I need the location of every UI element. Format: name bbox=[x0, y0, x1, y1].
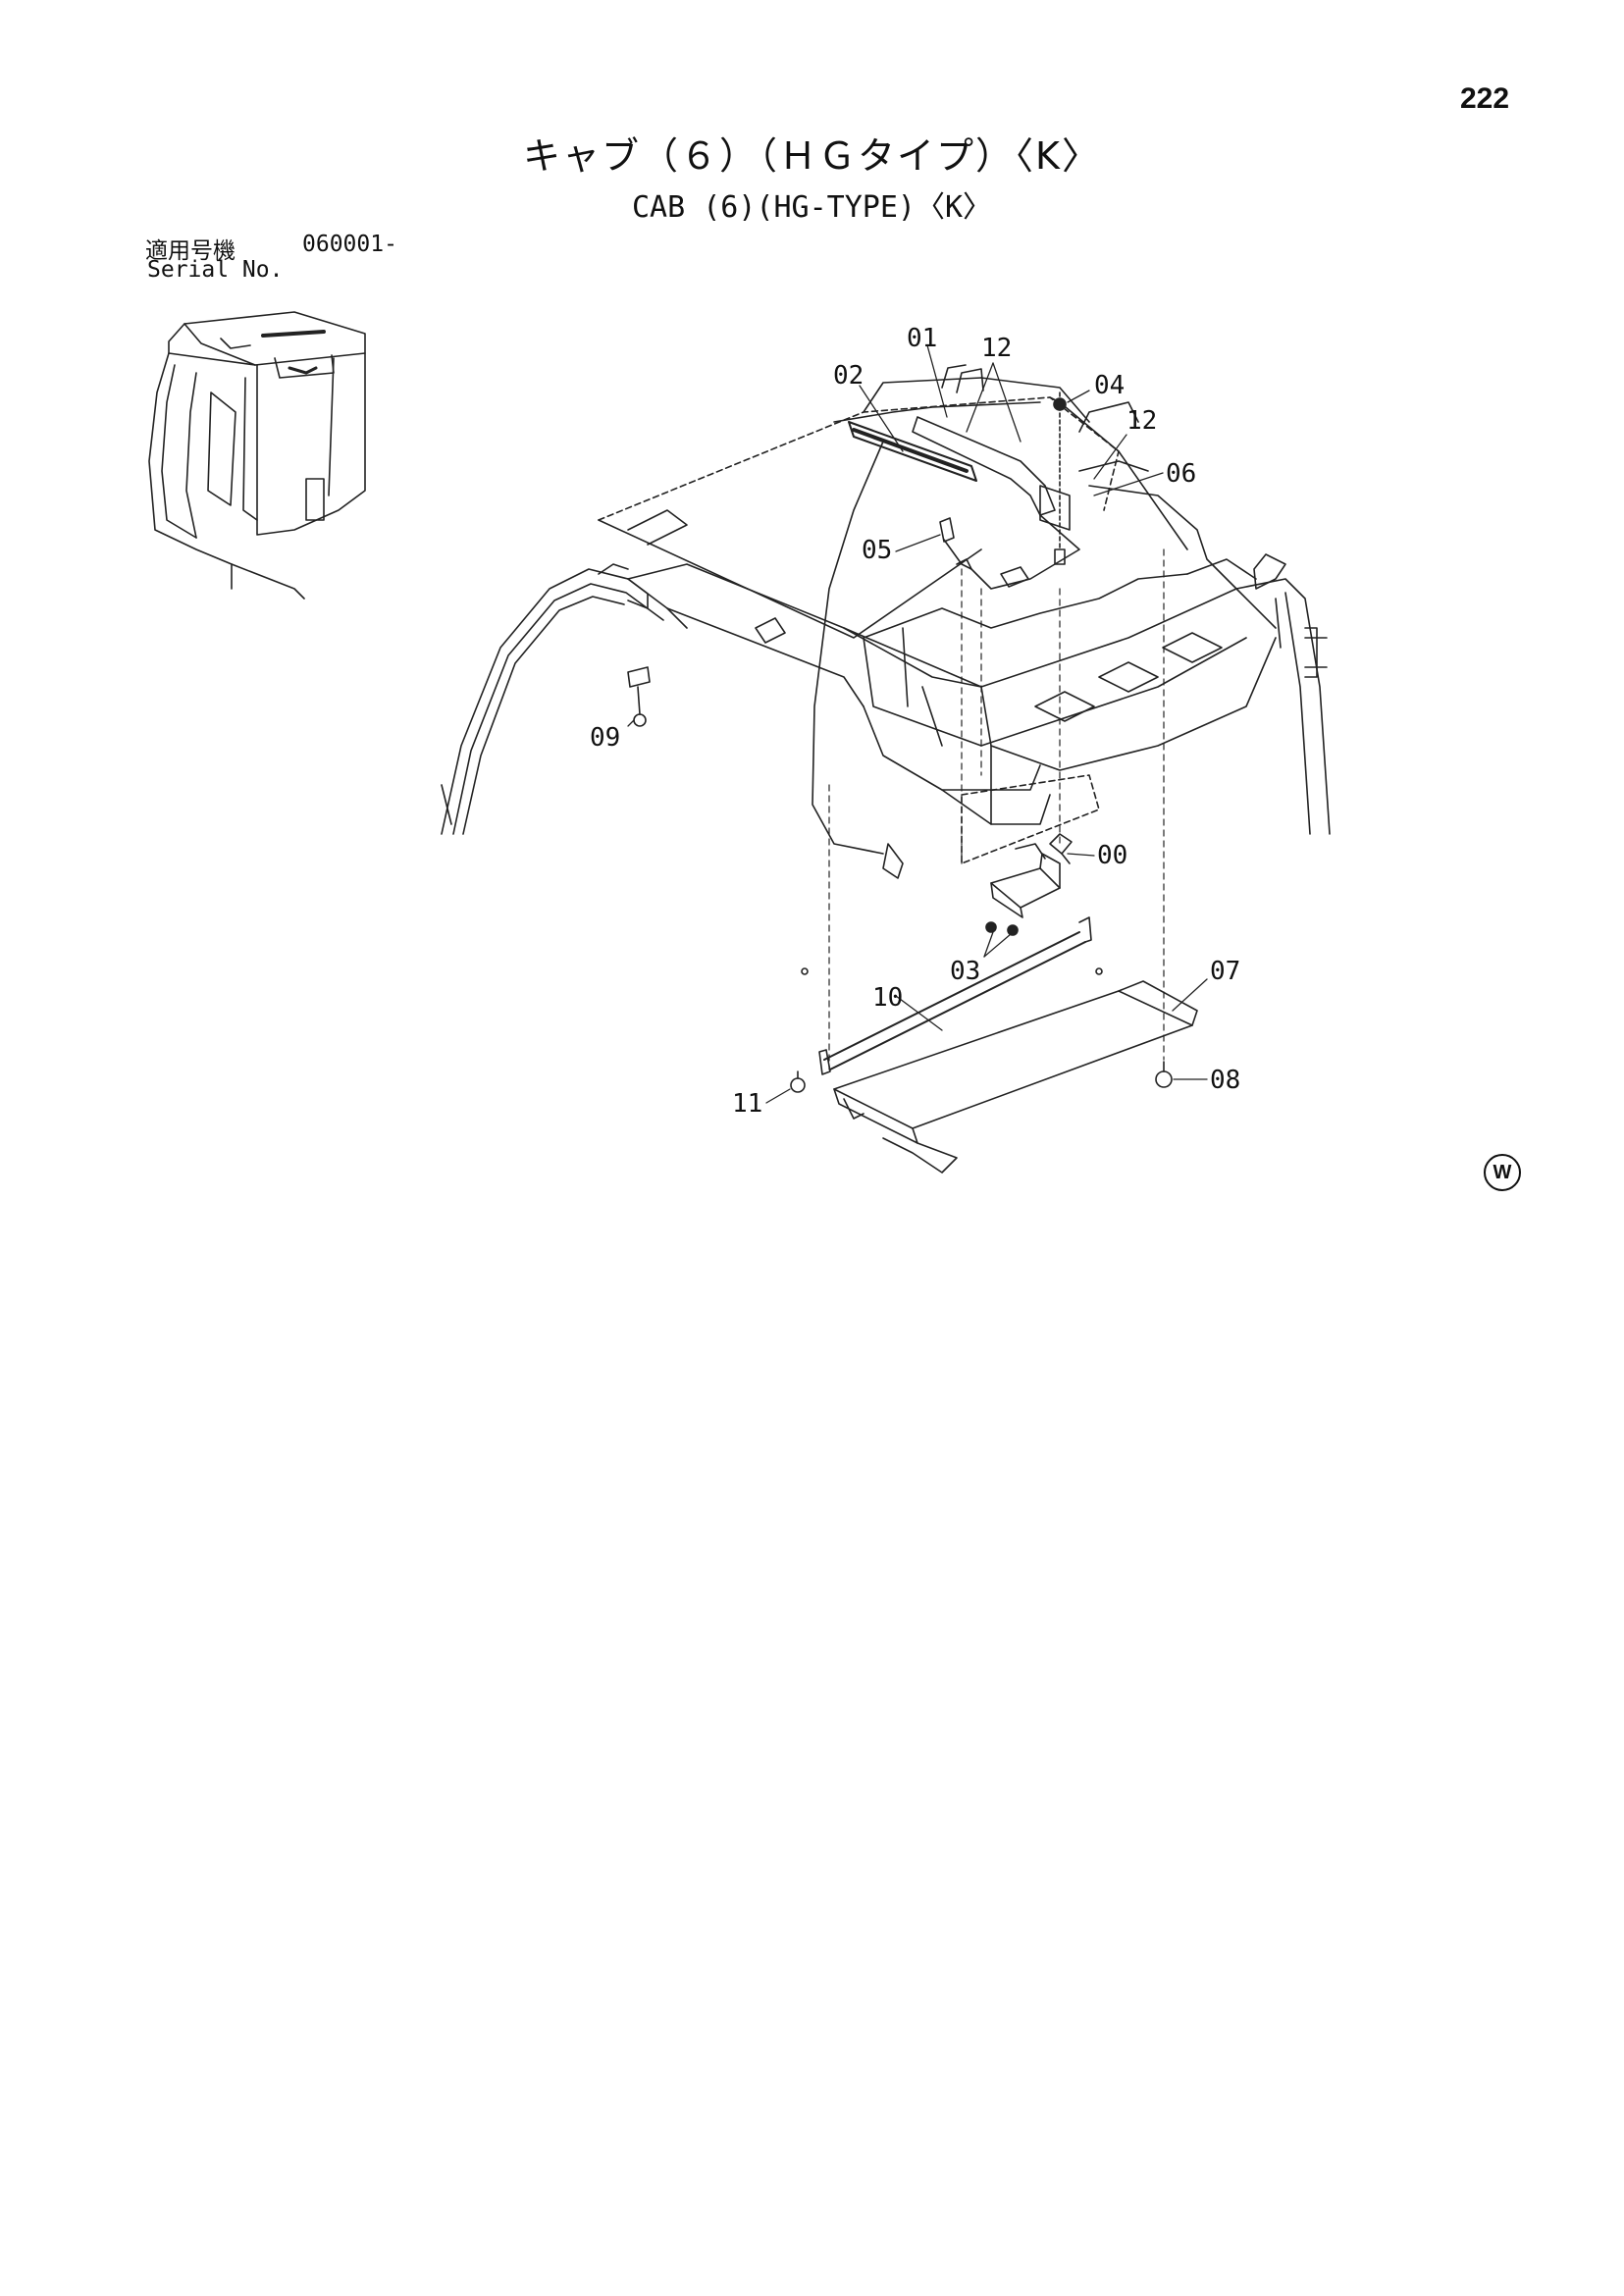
page-title-english: CAB (6)(HG-TYPE)〈K〉 bbox=[631, 190, 993, 225]
callout-00: 00 bbox=[1097, 841, 1128, 870]
relay-unit bbox=[985, 833, 1073, 936]
page-title-japanese: キャブ（６）（ＨＧタイプ）〈K〉 bbox=[523, 134, 1101, 178]
cover-plate bbox=[801, 967, 1198, 1174]
callout-10: 10 bbox=[872, 983, 904, 1013]
wiring-harness bbox=[812, 441, 1277, 879]
page-number: 222 bbox=[1460, 82, 1510, 115]
callout-07: 07 bbox=[1210, 957, 1241, 986]
callout-03: 03 bbox=[950, 957, 981, 986]
cab-frame bbox=[441, 364, 1331, 835]
callout-05: 05 bbox=[862, 536, 893, 565]
callout-02: 02 bbox=[833, 361, 864, 391]
alignment-lines bbox=[828, 548, 1165, 1070]
callout-12-top: 12 bbox=[981, 334, 1013, 363]
wiper-assembly bbox=[848, 391, 1149, 565]
callout-11: 11 bbox=[732, 1089, 763, 1119]
bolts bbox=[790, 1061, 1173, 1093]
callout-04: 04 bbox=[1094, 371, 1126, 400]
circled-w-icon: W bbox=[1484, 1154, 1521, 1191]
cab-thumbnail bbox=[148, 311, 366, 600]
callout-06: 06 bbox=[1166, 459, 1197, 489]
callout-08: 08 bbox=[1210, 1066, 1241, 1095]
small-brackets bbox=[627, 517, 972, 727]
leader-lines bbox=[627, 344, 1208, 1104]
serial-label-japanese: 適用号機 bbox=[145, 238, 236, 264]
serial-value: 060001- bbox=[302, 232, 397, 257]
serial-label-english: Serial No. bbox=[147, 257, 284, 283]
callout-09: 09 bbox=[590, 723, 621, 753]
callout-12-right: 12 bbox=[1126, 406, 1158, 436]
support-rod bbox=[818, 916, 1092, 1075]
callout-01: 01 bbox=[907, 324, 938, 353]
